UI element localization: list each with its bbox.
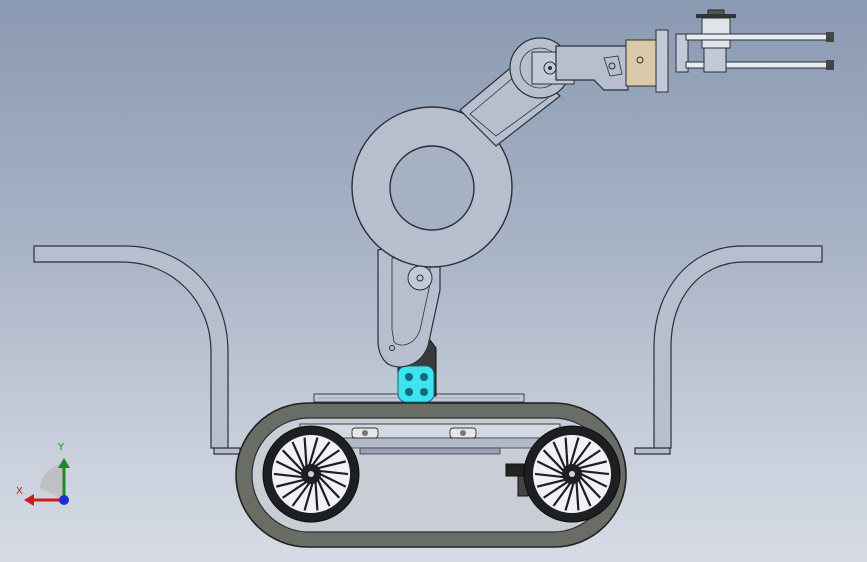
lower-arm-joint (407, 265, 433, 291)
wheel-left (262, 425, 360, 523)
gripper-finger-upper (685, 33, 833, 41)
coordinate-triad-icon (24, 458, 70, 506)
gripper-mount (675, 33, 689, 73)
shoulder-ring-hole (389, 145, 475, 231)
wheel-right (523, 425, 621, 523)
chassis-left-fender (33, 245, 241, 455)
gripper-servo (701, 17, 731, 49)
base-servo-cyan (397, 365, 435, 403)
chassis-right-fender (634, 245, 823, 455)
axis-x-label: X (16, 486, 23, 497)
axis-y-label: Y (58, 442, 65, 453)
